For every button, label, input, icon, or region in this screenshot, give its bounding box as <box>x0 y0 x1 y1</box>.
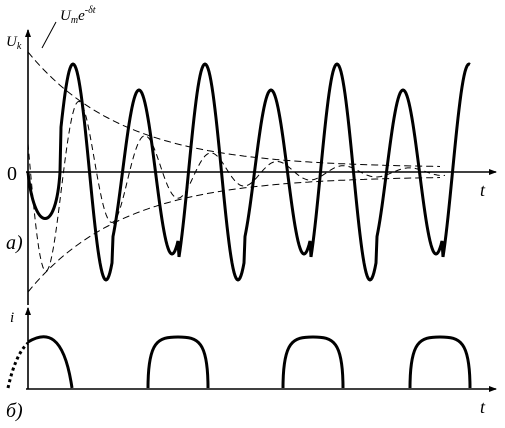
panel-a-label: а) <box>6 232 23 254</box>
panel-b: i t б) <box>6 307 497 422</box>
current-pulse-1 <box>27 335 74 389</box>
panel-a-y-axis-label: Uk <box>6 34 22 52</box>
envelope-annotation: Ume-δt <box>60 5 96 26</box>
panel-b-label: б) <box>6 400 23 422</box>
panel-a-x-axis-label: t <box>480 180 486 200</box>
panel-a: Ume-δt Uk 0 t а) <box>6 5 497 305</box>
current-pulses <box>27 335 472 389</box>
damped-oscillation-curve <box>27 100 446 272</box>
upper-decay-envelope <box>27 51 441 167</box>
current-lead-in-dotted <box>6 341 30 389</box>
annotation-pointer <box>41 21 57 49</box>
zero-label: 0 <box>7 163 17 185</box>
current-pulse-3 <box>281 335 345 389</box>
current-pulse-4 <box>408 335 472 389</box>
current-pulse-2 <box>146 335 210 389</box>
panel-b-x-axis-label: t <box>480 397 486 417</box>
panel-b-y-axis-label: i <box>10 310 14 326</box>
sustained-oscillation-curve <box>26 62 471 282</box>
